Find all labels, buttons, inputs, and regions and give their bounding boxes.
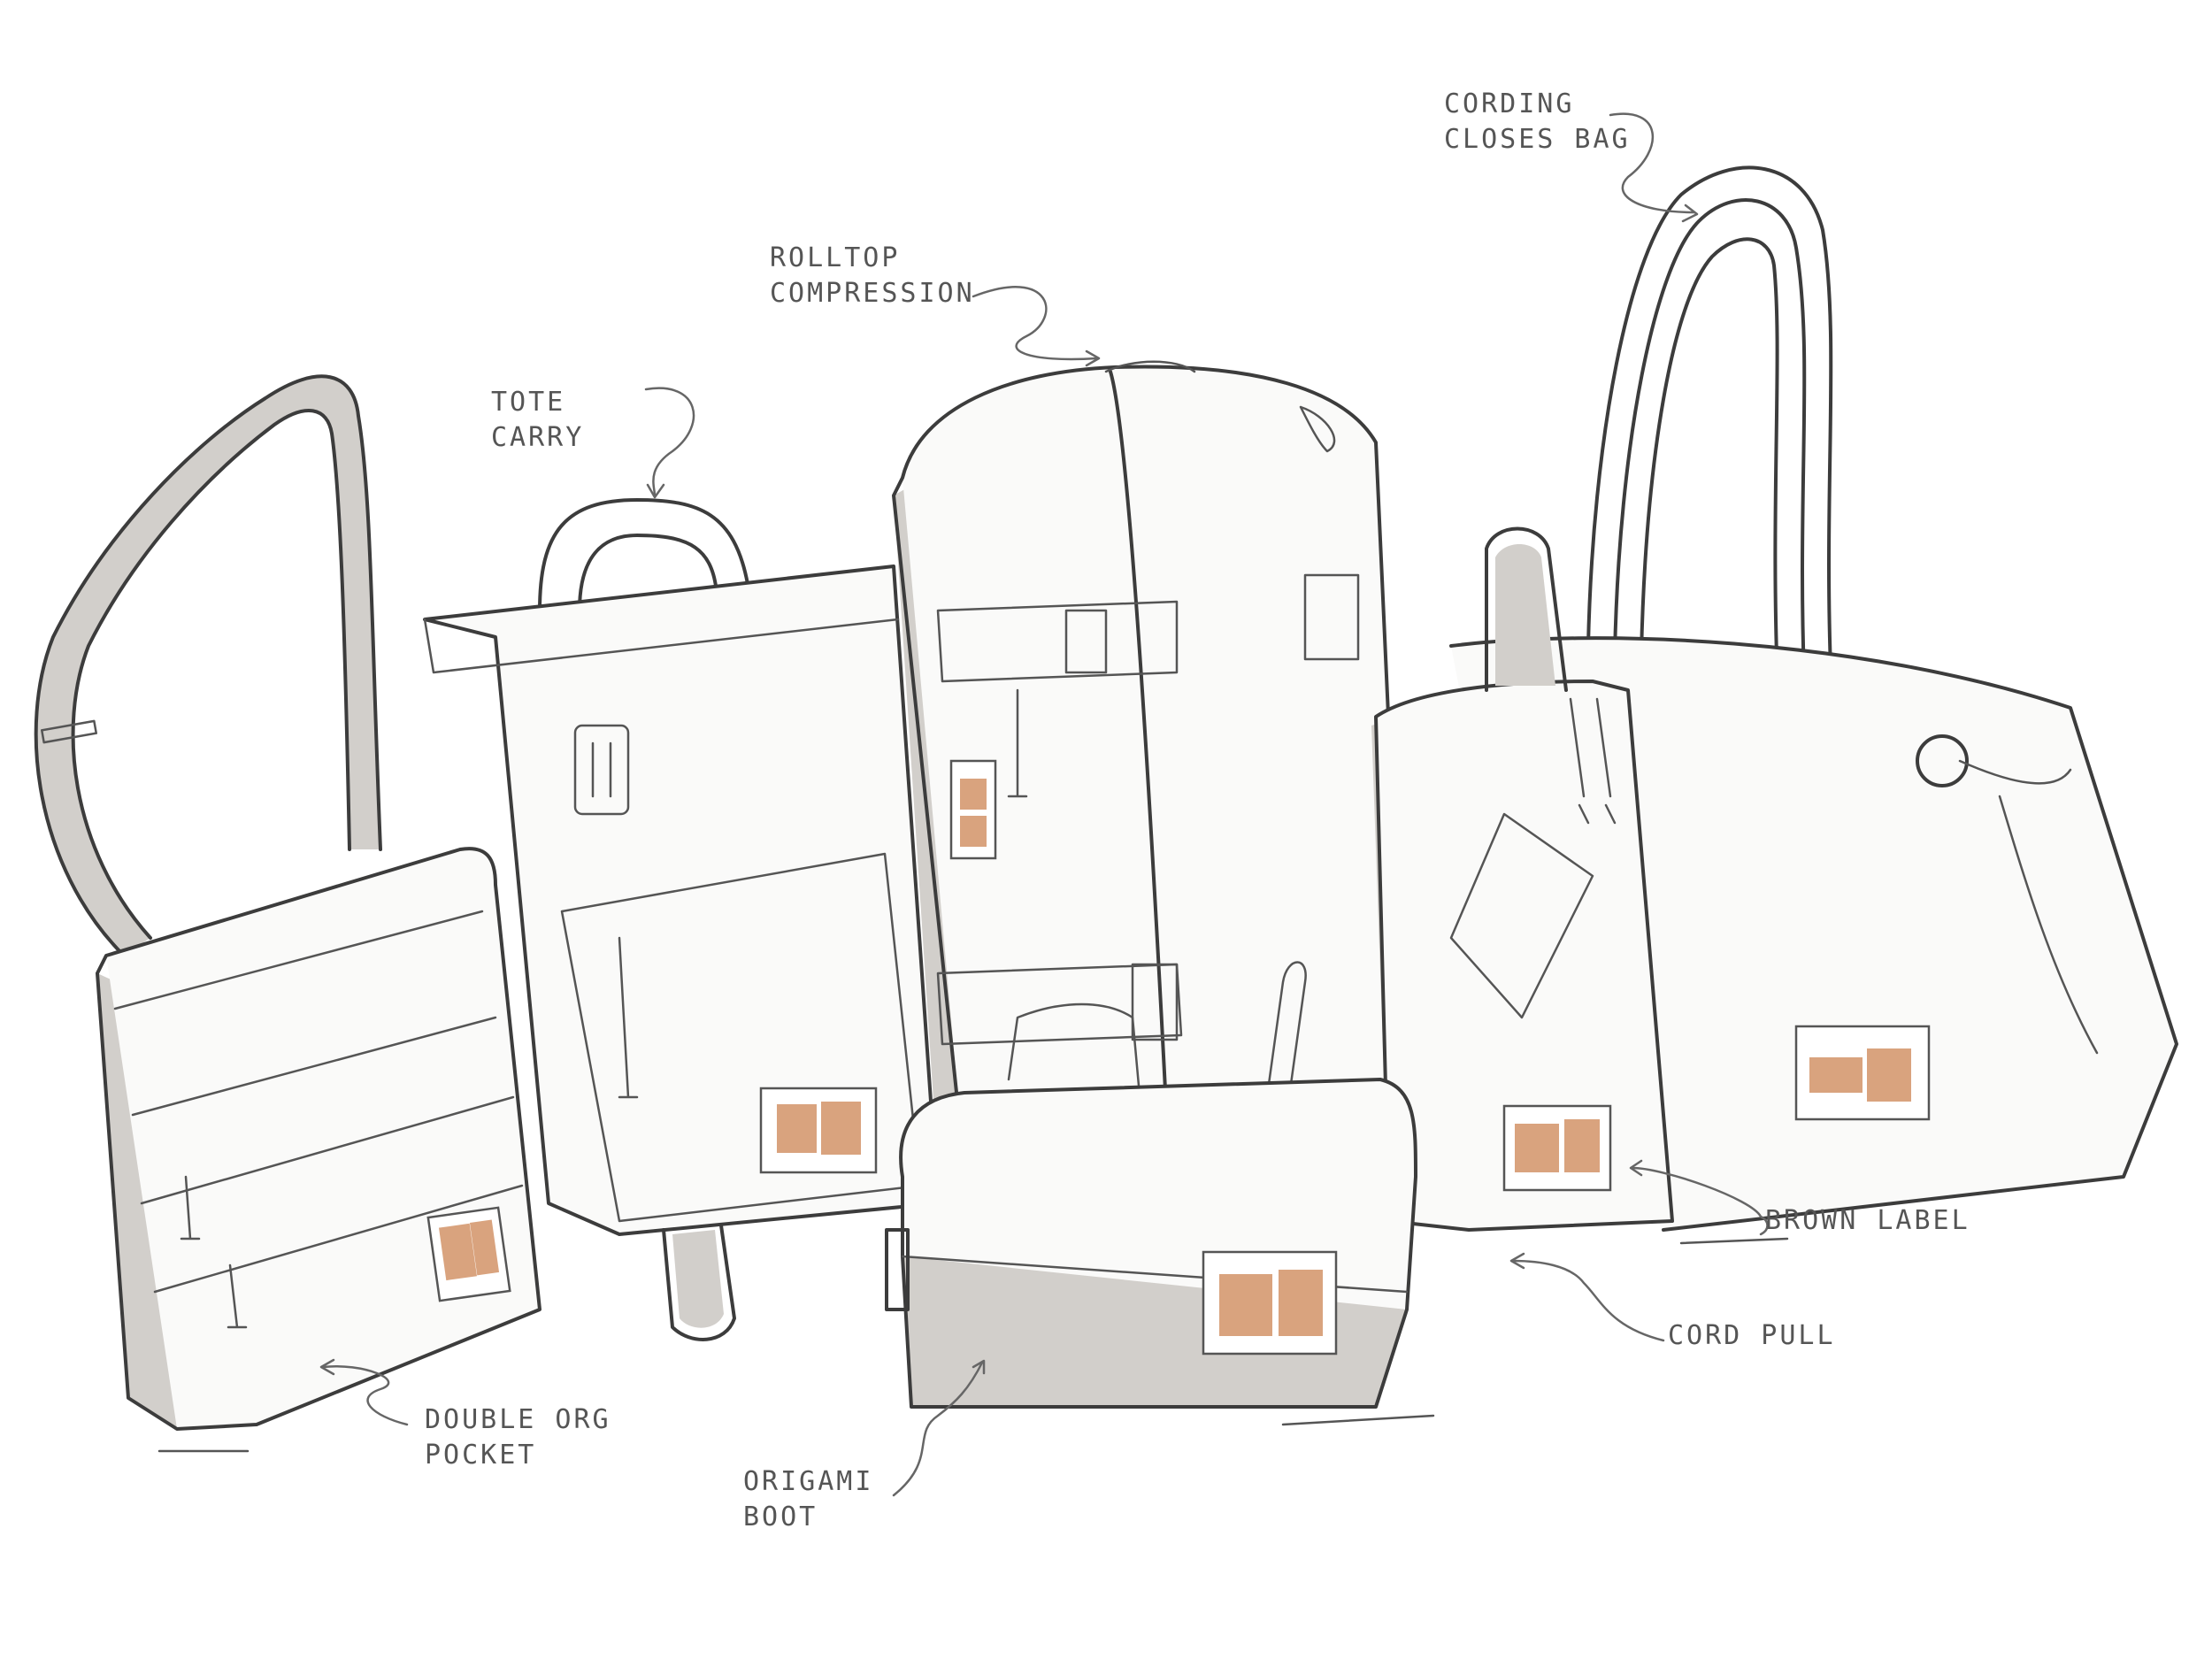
daypack-body <box>1376 681 1672 1230</box>
annotation-leaders <box>319 112 1769 1497</box>
leader-tote <box>644 387 695 497</box>
tote-backpack-body <box>425 566 938 1234</box>
leader-cord-pull <box>1511 1259 1665 1342</box>
leader-cording <box>1609 112 1696 214</box>
origami-boot-kit <box>885 961 1417 1409</box>
leader-origami <box>892 1361 984 1497</box>
annotation-cord-pull: CORD PULL <box>1668 1320 1836 1351</box>
messenger-strap <box>35 376 380 956</box>
leader-double-org <box>321 1365 409 1426</box>
tote-backpack <box>423 498 940 1341</box>
daypack <box>1371 526 1674 1232</box>
messenger-body <box>106 849 540 1429</box>
rolltop-backpack <box>892 360 1409 1177</box>
cording-tote-straps <box>1586 165 1833 705</box>
rolltop-backpack-body <box>902 366 1407 1168</box>
annotation-brown-label: BROWN LABEL <box>1765 1205 1970 1236</box>
annotation-rolltop-compression: ROLLTOP COMPRESSION <box>770 242 975 309</box>
annotation-cording-closes-bag: CORDING CLOSES BAG <box>1444 88 1631 155</box>
leader-brown-label <box>1631 1166 1769 1236</box>
annotation-tote-carry: TOTE CARRY <box>491 387 585 453</box>
annotation-origami-boot: ORIGAMI BOOT <box>743 1466 874 1532</box>
messenger-bag <box>34 374 541 1431</box>
annotation-double-org-pocket: DOUBLE ORG POCKET <box>425 1404 611 1471</box>
leader-rolltop <box>972 286 1099 361</box>
tote-handle <box>538 498 749 612</box>
